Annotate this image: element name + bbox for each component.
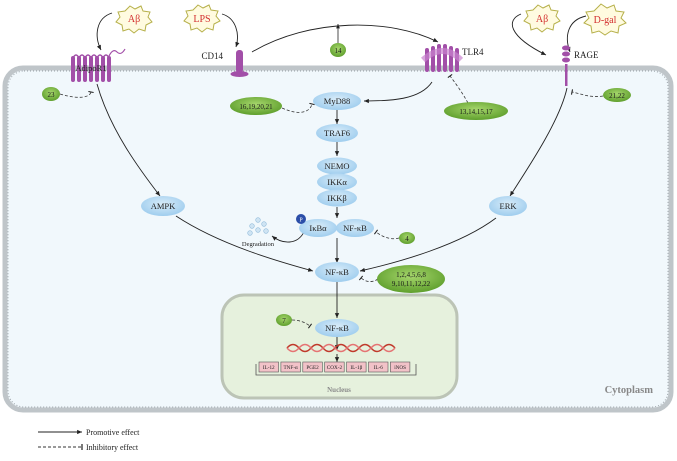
abeta-right-label: Aβ	[536, 14, 548, 25]
rage-label: RAGE	[574, 50, 599, 60]
lps-label: LPS	[193, 14, 210, 25]
phospho-marker: P	[296, 214, 306, 224]
node-myd88: MyD88	[313, 92, 361, 110]
svg-text:IκBα: IκBα	[309, 223, 327, 233]
svg-text:21,22: 21,22	[609, 92, 625, 100]
ref-nfkb: 1,2,4,5,6,8 9,10,11,12,22	[377, 265, 445, 293]
degradation-label: Degradation	[242, 241, 275, 248]
rage-receptor: RAGE	[562, 45, 599, 86]
svg-text:9,10,11,12,22: 9,10,11,12,22	[392, 280, 431, 288]
svg-text:AMPK: AMPK	[151, 201, 176, 211]
gene-box: iNOS	[390, 361, 411, 373]
inhibitory-legend-label: Inhibitory effect	[86, 443, 139, 452]
node-nemo: NEMO	[317, 157, 357, 175]
svg-text:IKKα: IKKα	[327, 177, 347, 187]
node-ikkb: IKKβ	[317, 189, 357, 207]
gene-box: COX-2	[324, 361, 345, 373]
gene-label: TNF-α	[284, 365, 299, 371]
svg-text:NEMO: NEMO	[324, 161, 349, 171]
gene-box: IL-12	[258, 361, 279, 373]
node-nfkb-main: NF-κB	[315, 262, 359, 282]
ref-complex: 4	[399, 232, 415, 244]
adipor1-receptor: AdipoR1	[71, 48, 126, 82]
gene-box: IL-6	[368, 361, 389, 373]
node-ikba: IκBα	[299, 219, 337, 237]
svg-text:TRAF6: TRAF6	[324, 128, 350, 138]
node-nfkb-complex: NF-κB	[336, 219, 374, 237]
nucleus-label: Nucleus	[327, 386, 351, 394]
cell-membrane	[2, 65, 674, 413]
gene-box: TNF-α	[280, 361, 301, 373]
svg-text:16,19,20,21: 16,19,20,21	[239, 103, 273, 111]
dgal-label: D-gal	[594, 15, 617, 26]
svg-text:ERK: ERK	[500, 201, 518, 211]
svg-text:IKKβ: IKKβ	[327, 193, 346, 203]
stimulus-dgal: D-gal	[583, 3, 627, 36]
svg-text:P: P	[299, 218, 303, 224]
ref-myd88: 16,19,20,21	[230, 97, 282, 115]
tlr4-receptor: TLR4	[420, 44, 484, 72]
stimulus-abeta-left: Aβ	[115, 5, 153, 34]
gene-label: IL-1β	[350, 365, 362, 371]
svg-text:4: 4	[405, 235, 409, 243]
svg-text:NF-κB: NF-κB	[325, 323, 349, 333]
ref-cd14: 14	[330, 43, 346, 57]
svg-text:14: 14	[335, 47, 343, 55]
svg-text:7: 7	[282, 317, 286, 325]
gene-label: COX-2	[327, 365, 343, 371]
ref-adipor1: 23	[42, 87, 60, 101]
promotive-legend-label: Promotive effect	[86, 428, 140, 437]
ref-tlr4: 13,14,15,17	[444, 102, 508, 120]
svg-text:23: 23	[48, 91, 56, 99]
node-traf6: TRAF6	[316, 124, 358, 142]
cytoplasm-label: Cytoplasm	[605, 385, 654, 396]
gene-box: PGE2	[302, 361, 323, 373]
gene-row: IL-12 TNF-α PGE2 COX-2 IL-1β IL-6 iNOS	[258, 361, 411, 373]
dna-helix	[286, 343, 396, 353]
gene-label: IL-12	[263, 365, 275, 371]
cd14-receptor: CD14	[201, 50, 249, 77]
nucleus	[220, 293, 459, 400]
degradation-fragments	[247, 217, 269, 236]
ref-nuclear: 7	[276, 314, 292, 326]
stimulus-abeta-right: Aβ	[523, 4, 561, 33]
node-ikka: IKKα	[317, 173, 357, 191]
gene-box: IL-1β	[346, 361, 367, 373]
cd14-label: CD14	[201, 51, 223, 61]
gene-label: IL-6	[374, 365, 384, 371]
gene-label: iNOS	[394, 365, 406, 371]
svg-text:NF-κB: NF-κB	[325, 267, 349, 277]
svg-text:MyD88: MyD88	[324, 96, 350, 106]
node-ampk: AMPK	[141, 196, 185, 216]
tlr4-label: TLR4	[462, 47, 484, 57]
stimulus-lps: LPS	[183, 4, 221, 33]
svg-text:NF-κB: NF-κB	[343, 223, 367, 233]
gene-label: PGE2	[306, 365, 319, 371]
node-erk: ERK	[489, 196, 527, 216]
svg-text:1,2,4,5,6,8: 1,2,4,5,6,8	[396, 271, 426, 279]
legend: Promotive effect Inhibitory effect	[38, 428, 140, 452]
adipor1-label: AdipoR1	[75, 63, 106, 73]
node-nfkb-nuclear: NF-κB	[315, 319, 359, 337]
svg-text:13,14,15,17: 13,14,15,17	[459, 108, 493, 116]
abeta-left-label: Aβ	[128, 14, 140, 25]
ref-rage: 21,22	[603, 88, 631, 102]
